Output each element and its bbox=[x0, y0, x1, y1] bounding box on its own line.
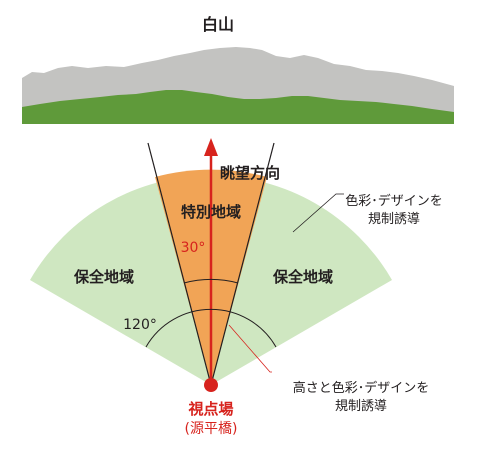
special-note-line1: 高さと色彩･デザインを bbox=[293, 380, 430, 396]
angle-arc-120 bbox=[145, 308, 277, 348]
view-direction-label: 眺望方向 bbox=[220, 164, 280, 182]
view-direction-arrow bbox=[204, 138, 218, 380]
viewpoint-label: 視点場 bbox=[187, 400, 233, 418]
mountain-title: 白山 bbox=[202, 15, 234, 34]
conservation-note-line2: 規制誘導 bbox=[368, 212, 420, 227]
viewpoint-marker bbox=[204, 378, 218, 392]
conservation-note-leader bbox=[292, 193, 344, 233]
special-note-leader bbox=[228, 324, 272, 373]
angle-label-30: 30° bbox=[181, 240, 206, 256]
conservation-zone-label-right: 保全地域 bbox=[272, 268, 333, 286]
angle-arc-30 bbox=[183, 279, 239, 284]
conservation-zone-label-left: 保全地域 bbox=[73, 268, 134, 286]
special-zone-boundary-right bbox=[210, 142, 275, 386]
special-note-line2: 規制誘導 bbox=[335, 399, 387, 414]
mountain-green-hills bbox=[22, 90, 454, 124]
special-zone-label: 特別地域 bbox=[181, 203, 241, 221]
mountain-illustration bbox=[22, 44, 454, 124]
conservation-note-line1: 色彩･デザインを bbox=[345, 193, 443, 209]
angle-label-120: 120° bbox=[123, 317, 157, 333]
viewpoint-sublabel: (源平橋) bbox=[185, 421, 238, 437]
special-zone-boundary-left bbox=[147, 142, 212, 386]
